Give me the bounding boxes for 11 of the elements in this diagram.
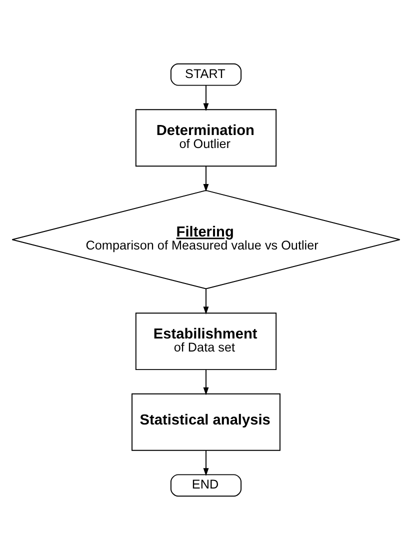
node-box: START: [170, 62, 242, 86]
node-box: END: [170, 474, 242, 496]
node-box: Determination of Outlier: [135, 108, 277, 166]
node-box: Estabilishment of Data set: [135, 312, 277, 370]
arrow: [203, 288, 209, 314]
arrow: [203, 84, 209, 111]
arrow: [203, 368, 209, 395]
arrow: [203, 450, 209, 476]
arrow: [203, 165, 209, 192]
node-diamond: Filtering Comparison of Measured value vs Outlier: [12, 189, 400, 289]
node-box: Statistical analysis: [132, 392, 280, 450]
